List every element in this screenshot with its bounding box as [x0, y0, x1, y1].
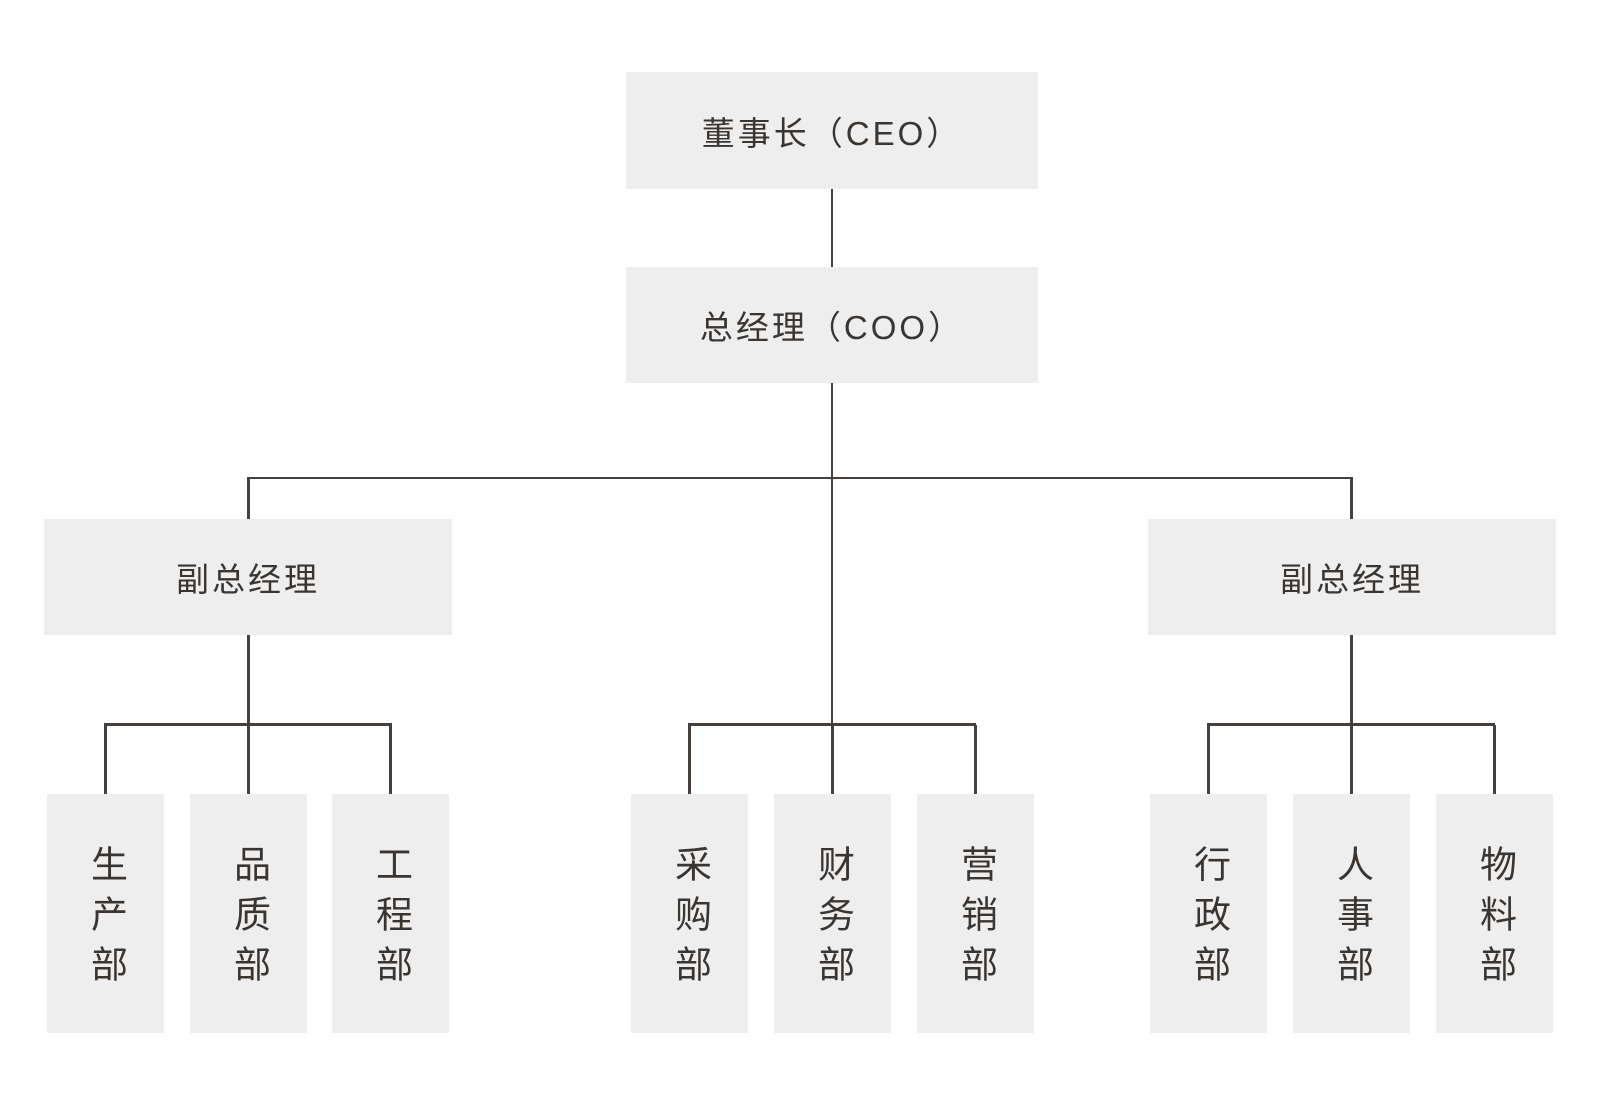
node-dept-hr-label: 人事部: [1331, 845, 1373, 995]
node-dept-quality: 品质部: [190, 794, 307, 1033]
connector-drop-materials: [1493, 724, 1496, 794]
connector-deputy-right-down: [1350, 635, 1353, 726]
node-dept-finance: 财务部: [774, 794, 891, 1033]
node-ceo: 董事长（CEO）: [626, 72, 1038, 189]
node-dept-administration: 行政部: [1150, 794, 1267, 1033]
connector-deputy-left-down: [247, 635, 250, 726]
node-deputy-left: 副总经理: [44, 519, 452, 635]
node-dept-finance-label: 财务部: [812, 845, 854, 995]
node-ceo-label: 董事长（CEO）: [701, 114, 963, 152]
connector-coo-to-middle-group: [830, 383, 834, 726]
node-dept-purchasing-label: 采购部: [669, 845, 711, 995]
node-dept-hr: 人事部: [1293, 794, 1410, 1033]
node-dept-engineering-label: 工程部: [370, 845, 412, 995]
connector-level3-horizontal: [247, 476, 1353, 480]
node-dept-engineering: 工程部: [332, 794, 449, 1033]
connector-drop-quality: [247, 724, 250, 794]
node-deputy-right: 副总经理: [1148, 519, 1556, 635]
node-deputy-right-label: 副总经理: [1280, 561, 1424, 598]
connector-drop-engineering: [389, 724, 392, 794]
node-dept-purchasing: 采购部: [631, 794, 748, 1033]
node-dept-marketing-label: 营销部: [955, 845, 997, 995]
node-dept-marketing: 营销部: [917, 794, 1034, 1033]
connector-ceo-to-coo: [830, 189, 834, 267]
connector-drop-production: [104, 724, 107, 794]
node-dept-materials-label: 物料部: [1474, 845, 1516, 995]
node-coo-label: 总经理（COO）: [699, 309, 965, 346]
node-dept-administration-label: 行政部: [1188, 845, 1230, 995]
connector-drop-deputy-left: [247, 478, 250, 520]
node-dept-production-label: 生产部: [85, 845, 127, 995]
connector-drop-hr: [1350, 724, 1353, 794]
connector-drop-finance: [831, 724, 834, 794]
connector-drop-administration: [1207, 724, 1210, 794]
node-deputy-left-label: 副总经理: [176, 561, 320, 598]
node-dept-materials: 物料部: [1436, 794, 1553, 1033]
node-dept-quality-label: 品质部: [228, 845, 270, 995]
connector-drop-marketing: [974, 724, 977, 794]
node-coo: 总经理（COO）: [626, 267, 1038, 383]
connector-drop-deputy-right: [1350, 478, 1353, 520]
node-dept-production: 生产部: [47, 794, 164, 1033]
connector-drop-purchasing: [688, 724, 691, 794]
